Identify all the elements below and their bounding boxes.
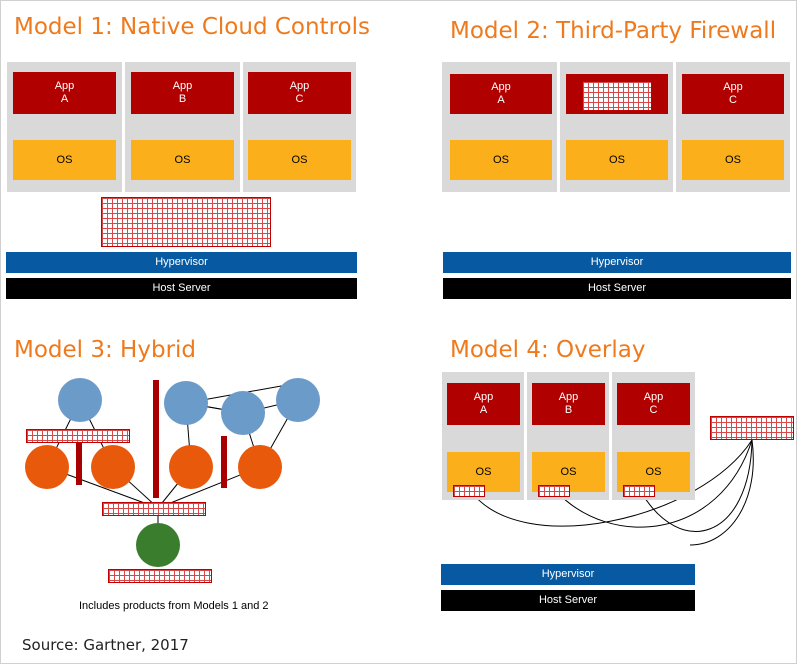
model2-firewall-icon <box>582 81 652 111</box>
model4-firewall-b-icon <box>538 485 570 497</box>
model4-hypervisor: Hypervisor <box>441 564 695 585</box>
m3-firewall-icon <box>108 569 212 583</box>
m4-overlay-link <box>469 439 753 527</box>
model2-hypervisor: Hypervisor <box>443 252 791 273</box>
model1-hypervisor: Hypervisor <box>6 252 357 273</box>
m4-overlay-link <box>639 439 753 532</box>
model4-overlay-firewall-icon <box>710 416 794 440</box>
m3-node-orange <box>169 445 213 489</box>
model1-os-c: OS <box>248 140 351 180</box>
model1-title: Model 1: Native Cloud Controls <box>14 14 370 40</box>
model2-os-c: OS <box>682 140 784 180</box>
m3-node-blue <box>221 391 265 435</box>
model4-host-server: Host Server <box>441 590 695 611</box>
model4-title: Model 4: Overlay <box>450 337 646 363</box>
m3-node-orange <box>238 445 282 489</box>
model1-os-a: OS <box>13 140 116 180</box>
m4-overlay-link <box>689 439 754 546</box>
m3-barrier <box>153 380 159 498</box>
m3-firewall-icon <box>102 502 206 516</box>
m3-firewall-icon <box>26 429 130 443</box>
m3-node-orange <box>91 445 135 489</box>
m3-node-blue <box>276 378 320 422</box>
m3-barrier <box>221 436 227 488</box>
model2-vm-b: OS <box>560 62 673 192</box>
m3-node-green <box>136 523 180 567</box>
model2-app-b <box>566 74 668 114</box>
model4-firewall-a-icon <box>453 485 485 497</box>
model2-title: Model 2: Third-Party Firewall <box>450 18 777 44</box>
source-note: Source: Gartner, 2017 <box>22 636 189 654</box>
model3-title: Model 3: Hybrid <box>14 337 197 363</box>
m3-node-blue <box>58 378 102 422</box>
m3-barrier <box>76 443 82 485</box>
model1-firewall-icon <box>101 197 271 247</box>
model1-host-server: Host Server <box>6 278 357 299</box>
model4-firewall-c-icon <box>623 485 655 497</box>
model1-os-b: OS <box>131 140 234 180</box>
model2-os-a: OS <box>450 140 552 180</box>
m3-node-orange <box>25 445 69 489</box>
model3-caption: Includes products from Models 1 and 2 <box>79 600 269 612</box>
m3-node-blue <box>164 381 208 425</box>
model2-os-b: OS <box>566 140 668 180</box>
model2-host-server: Host Server <box>443 278 791 299</box>
m4-overlay-link <box>554 439 753 528</box>
